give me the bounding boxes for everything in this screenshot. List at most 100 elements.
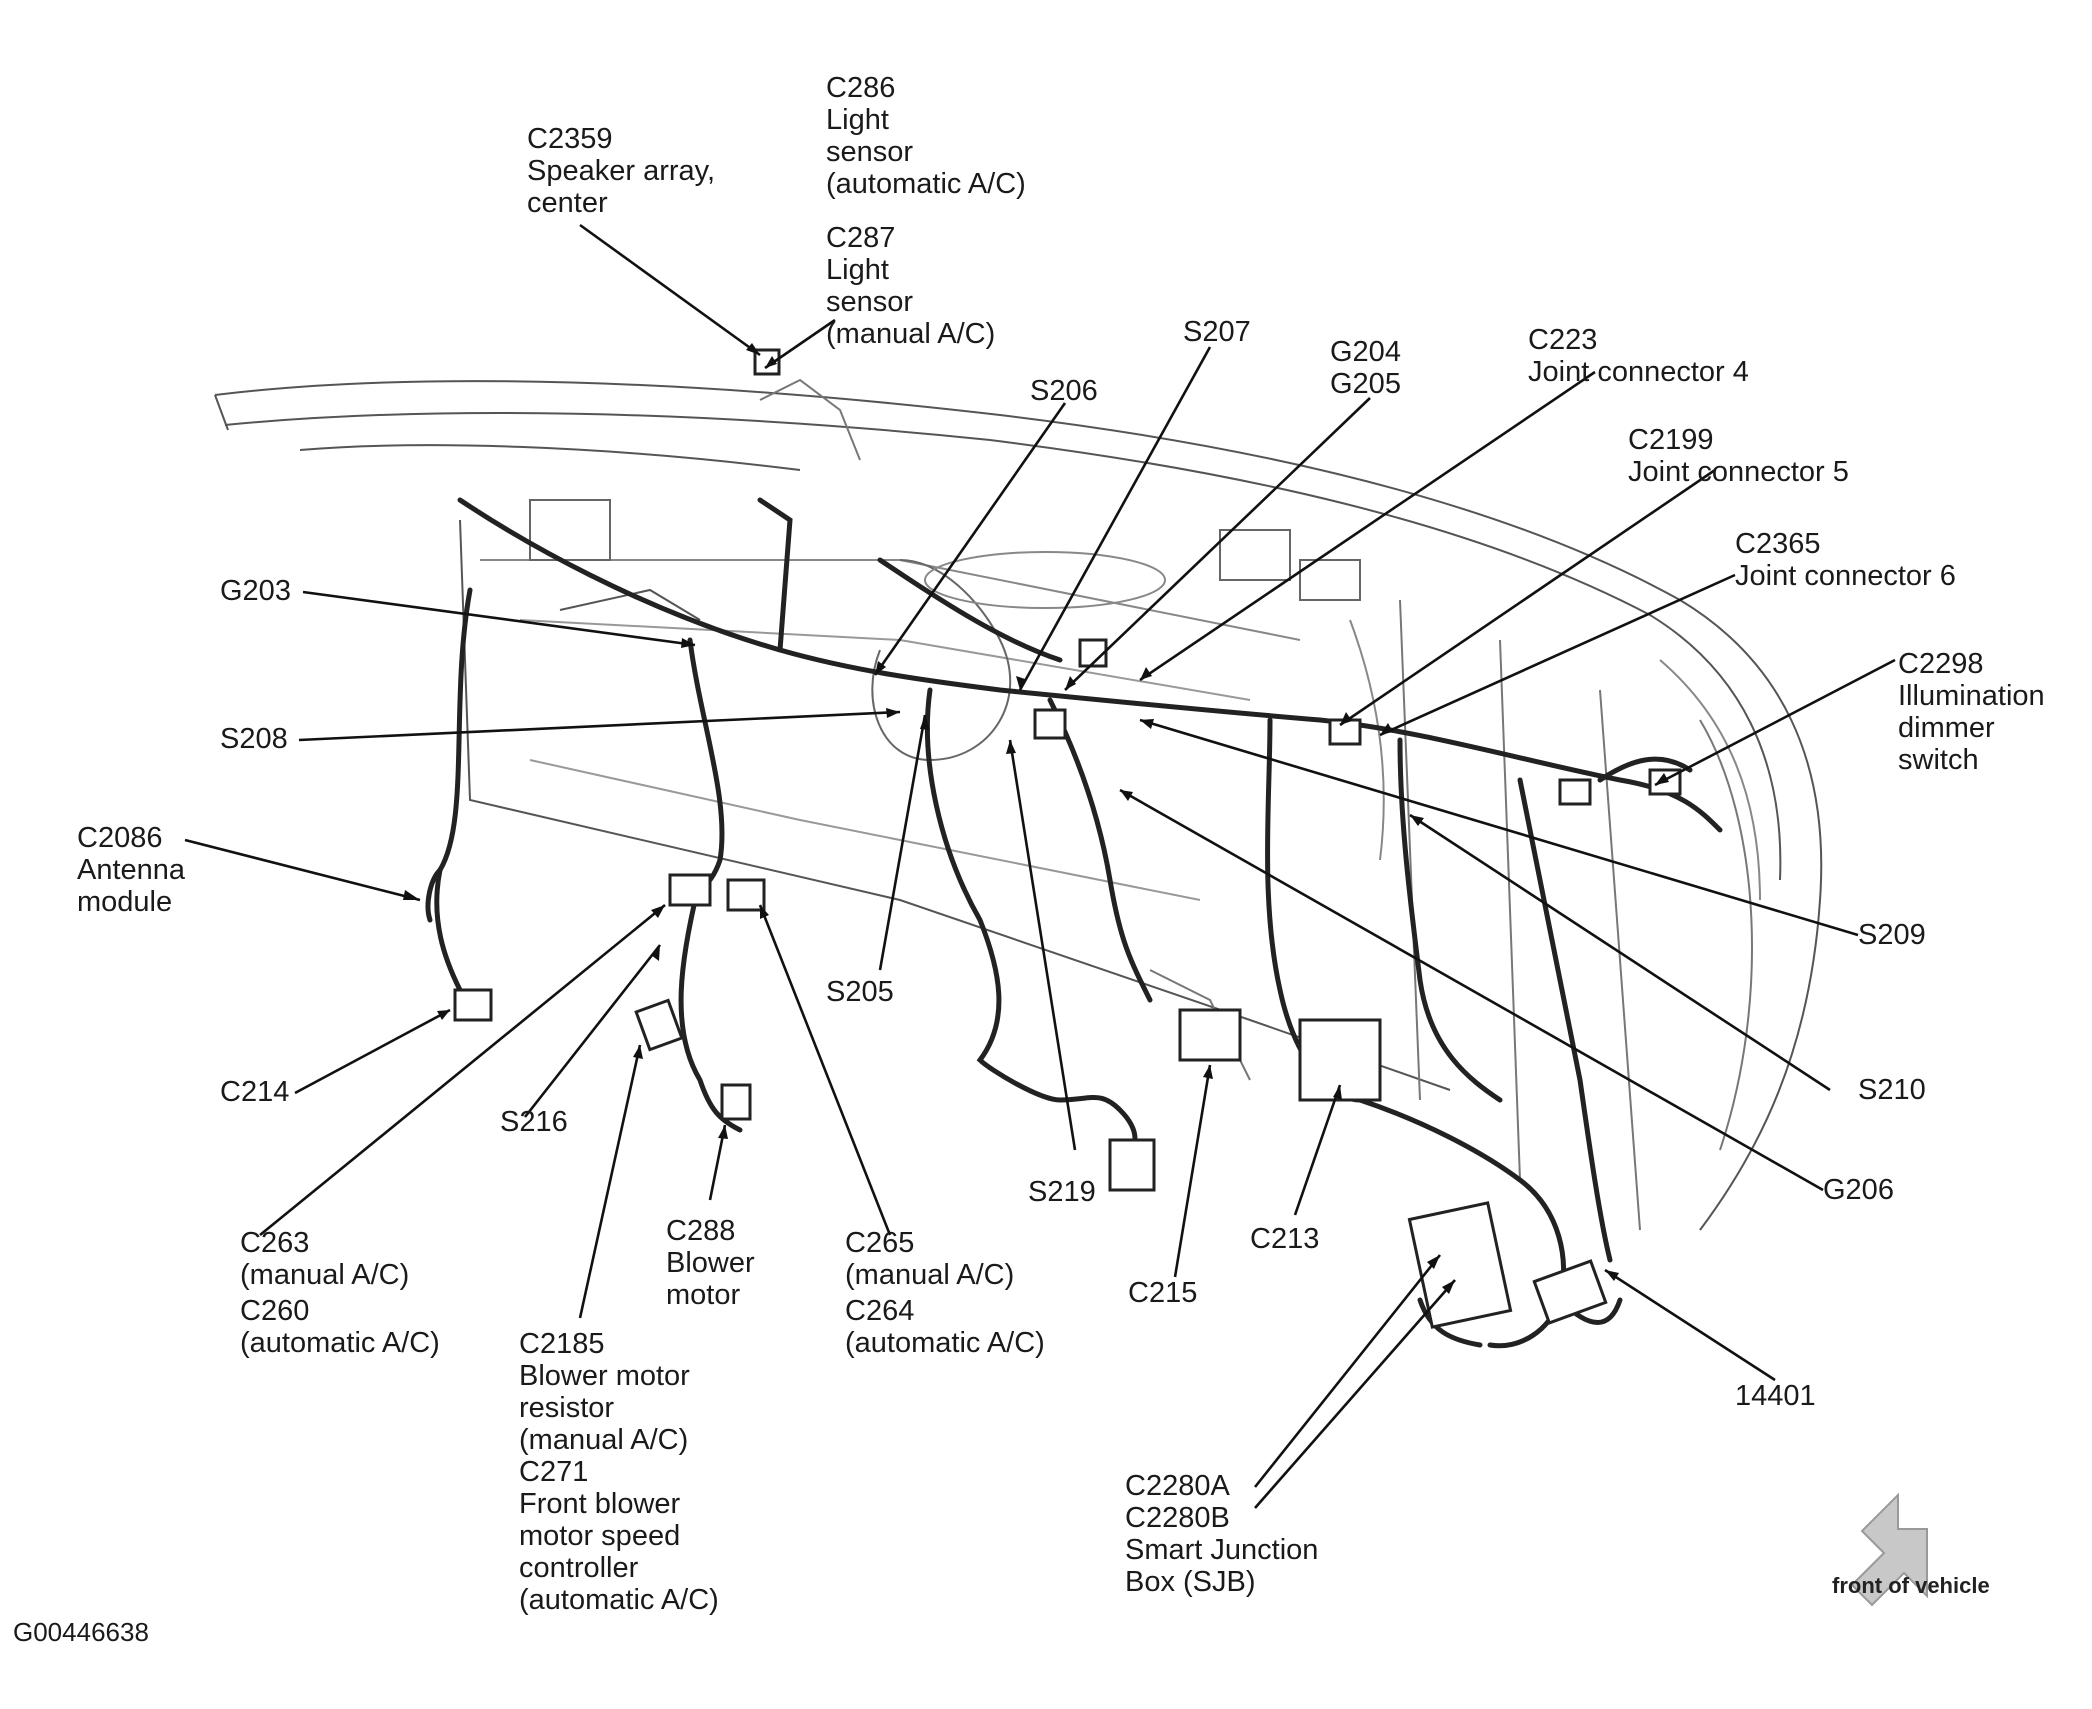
callout-c2359-line: C2359 [527, 123, 613, 155]
callout-c288-line: Blower [666, 1247, 755, 1279]
callout-c287-line: Light [826, 254, 889, 286]
instrument-panel-art [215, 380, 1821, 1230]
callout-s210-line: S210 [1858, 1074, 1926, 1106]
callout-c2185-line: resistor [519, 1392, 615, 1424]
callout-c263-line: (manual A/C) [240, 1259, 410, 1291]
callout-s216: S216 [500, 1106, 568, 1138]
callout-c2199-line: Joint connector 5 [1628, 456, 1849, 488]
callout-c2185-line: C271 [519, 1456, 589, 1488]
front-of-vehicle-arrow-icon [1850, 1492, 1928, 1607]
callout-c2298-line: switch [1898, 744, 1979, 776]
callout-s205: S205 [826, 976, 894, 1008]
callout-c214: C214 [220, 1076, 289, 1108]
callout-c2199: C2199 Joint connector 5 [1628, 424, 1849, 488]
callout-s210: S210 [1858, 1074, 1926, 1106]
callout-g204-line: G205 [1330, 368, 1401, 400]
callout-c2298: C2298 Illumination dimmer switch [1898, 648, 2045, 776]
callout-c2185-line: controller [519, 1552, 639, 1584]
callout-c288-line: C288 [666, 1215, 736, 1247]
callout-c2086-line: Antenna [77, 854, 186, 886]
callout-c2280-line: C2280B [1125, 1502, 1230, 1534]
callout-c2280-line: C2280A [1125, 1470, 1230, 1502]
callout-s206: S206 [1030, 375, 1098, 407]
callout-14401: 14401 [1735, 1380, 1816, 1412]
callout-c2185-line: Front blower [519, 1488, 681, 1520]
callout-c2185: C2185 Blower motor resistor (manual A/C)… [519, 1328, 719, 1616]
callout-c287: C287 Light sensor (manual A/C) [826, 222, 995, 350]
callout-c286-line: (automatic A/C) [826, 168, 1026, 200]
callout-s206-line: S206 [1030, 375, 1098, 407]
callout-c2280-line: Box (SJB) [1125, 1566, 1256, 1598]
callout-g203: G203 [220, 575, 291, 607]
callout-c286: C286 Light sensor (automatic A/C) [826, 72, 1026, 200]
callout-c2199-line: C2199 [1628, 424, 1714, 456]
callout-c2185-line: motor speed [519, 1520, 681, 1552]
callout-s208: S208 [220, 723, 288, 755]
connector-components [455, 350, 1680, 1327]
leader-lines [184, 223, 1896, 1509]
callout-c2359: C2359 Speaker array, center [527, 123, 715, 219]
callout-g206: G206 [1823, 1174, 1894, 1206]
callout-c2185-line: (manual A/C) [519, 1424, 689, 1456]
callout-c287-line: sensor [826, 286, 914, 318]
callout-c288: C288 Blower motor [666, 1215, 755, 1311]
callout-c2365-line: C2365 [1735, 528, 1821, 560]
callout-c2185-line: Blower motor [519, 1360, 690, 1392]
callout-c265-line: (automatic A/C) [845, 1327, 1045, 1359]
callout-c2359-line: center [527, 187, 608, 219]
callout-c2185-line: C2185 [519, 1328, 605, 1360]
callout-c2086-line: module [77, 886, 173, 918]
callout-c215-line: C215 [1128, 1277, 1198, 1309]
callout-s205-line: S205 [826, 976, 894, 1008]
wiring-harness [428, 500, 1720, 1346]
callout-c263-line: C263 [240, 1227, 310, 1259]
callout-s207: S207 [1183, 316, 1251, 348]
callout-s209: S209 [1858, 919, 1926, 951]
callout-c2086-line: C2086 [77, 822, 163, 854]
callout-g206-line: G206 [1823, 1174, 1894, 1206]
callout-c215: C215 [1128, 1277, 1197, 1309]
callout-c2298-line: Illumination [1898, 680, 2045, 712]
callout-c263-line: C260 [240, 1295, 310, 1327]
callout-c2359-line: Speaker array, [527, 155, 716, 187]
callout-c214-line: C214 [220, 1076, 290, 1108]
callout-c2298-line: dimmer [1898, 712, 1995, 744]
callout-c213-line: C213 [1250, 1223, 1320, 1255]
callout-c213: C213 [1250, 1223, 1319, 1255]
callout-s209-line: S209 [1858, 919, 1926, 951]
callout-c287-line: (manual A/C) [826, 318, 996, 350]
callout-c263: C263 (manual A/C) C260 (automatic A/C) [240, 1227, 440, 1359]
callout-c265-line: C264 [845, 1295, 915, 1327]
callout-c2365: C2365 Joint connector 6 [1735, 528, 1956, 592]
callout-c2086: C2086 Antenna module [77, 822, 185, 918]
callout-s216-line: S216 [500, 1106, 568, 1138]
callout-c286-line: C286 [826, 72, 896, 104]
callout-c223: C223 Joint connector 4 [1528, 324, 1749, 388]
callout-c265-line: C265 [845, 1227, 915, 1259]
callout-c2365-line: Joint connector 6 [1735, 560, 1956, 592]
callout-s219-line: S219 [1028, 1176, 1096, 1208]
callout-c223-line: Joint connector 4 [1528, 356, 1749, 388]
leader-arrowheads [403, 343, 1669, 1294]
callout-c286-line: sensor [826, 136, 914, 168]
callout-s219: S219 [1028, 1176, 1096, 1208]
callout-g204-g205: G204 G205 [1330, 336, 1401, 400]
figure-id: G00446638 [13, 1617, 149, 1647]
callout-c2185-line: (automatic A/C) [519, 1584, 719, 1616]
callout-14401-line: 14401 [1735, 1380, 1816, 1412]
callout-g203-line: G203 [220, 575, 291, 607]
callout-c265-line: (manual A/C) [845, 1259, 1015, 1291]
front-of-vehicle-label: front of vehicle [1832, 1573, 1990, 1598]
callout-s207-line: S207 [1183, 316, 1251, 348]
callout-g204-line: G204 [1330, 336, 1401, 368]
callout-c286-line: Light [826, 104, 889, 136]
callout-c263-line: (automatic A/C) [240, 1327, 440, 1359]
callout-c288-line: motor [666, 1279, 741, 1311]
callout-c2280-line: Smart Junction [1125, 1534, 1319, 1566]
callout-c2280: C2280A C2280B Smart Junction Box (SJB) [1125, 1470, 1318, 1598]
callout-c287-line: C287 [826, 222, 896, 254]
callout-c265: C265 (manual A/C) C264 (automatic A/C) [845, 1227, 1045, 1359]
callout-s208-line: S208 [220, 723, 288, 755]
